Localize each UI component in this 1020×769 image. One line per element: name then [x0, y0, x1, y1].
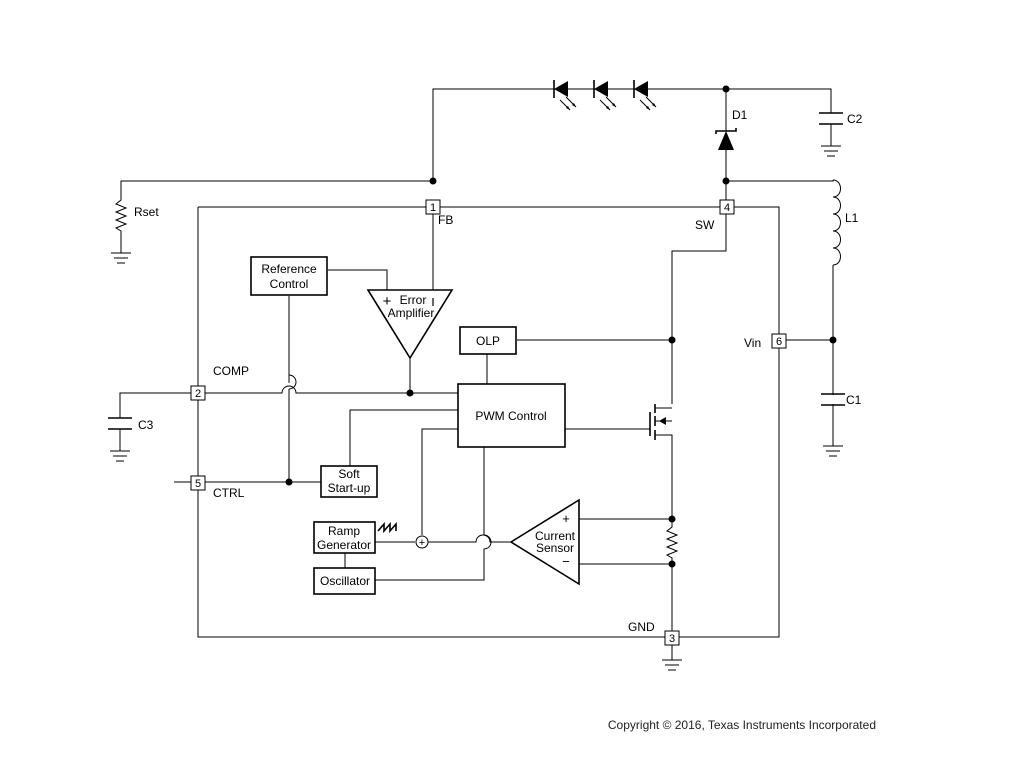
svg-text:Amplifier: Amplifier [388, 306, 435, 320]
svg-text:Ramp: Ramp [328, 524, 360, 538]
pwm-control-block: PWM Control [457, 383, 566, 448]
svg-text:OLP: OLP [476, 334, 500, 348]
pin-6: 6 [771, 333, 787, 349]
svg-text:5: 5 [195, 478, 201, 490]
pin-3: 3 [664, 630, 680, 646]
svg-text:6: 6 [776, 336, 782, 348]
pwm-sum-wire [421, 428, 458, 535]
pin-5: 5 [190, 475, 206, 491]
led-1 [553, 80, 577, 111]
pin-label-sw: SW [695, 218, 715, 232]
pwm-osc-wire [375, 447, 492, 581]
sawtooth-icon [377, 521, 397, 534]
ramp-sum-line [375, 534, 511, 543]
svg-text:2: 2 [195, 388, 201, 400]
ic-outline [197, 206, 780, 638]
label-l1: L1 [845, 211, 859, 225]
svg-text:Control: Control [270, 277, 309, 291]
amp-plus-sign: + [383, 293, 392, 310]
ramp-generator-block: Ramp Generator [313, 521, 376, 554]
svg-text:Sensor: Sensor [536, 541, 574, 555]
pin-label-vin: Vin [744, 336, 761, 350]
svg-text:3: 3 [669, 633, 675, 645]
pin-label-fb: FB [438, 213, 453, 227]
led-3 [633, 80, 657, 111]
comp-line [205, 385, 458, 394]
svg-text:4: 4 [724, 202, 730, 214]
resistor-rset [111, 180, 433, 264]
inductor-l1 [725, 179, 841, 446]
svg-text:Error: Error [400, 293, 427, 307]
svg-text:Generator: Generator [317, 538, 371, 552]
ref-vertical-wire [288, 296, 297, 482]
pin-label-ctrl: CTRL [213, 486, 245, 500]
current-sensor-block: + − Current Sensor [509, 498, 580, 586]
label-c3: C3 [138, 418, 154, 432]
led-2 [593, 80, 617, 111]
sensor-plus-sign: + [562, 511, 570, 526]
svg-text:PWM Control: PWM Control [475, 409, 546, 423]
label-c1: C1 [846, 393, 862, 407]
svg-text:Reference: Reference [261, 262, 317, 276]
capacitor-c3 [108, 392, 191, 462]
summing-node-sign: + [419, 537, 425, 549]
junction-dots [285, 85, 837, 568]
sw-drain-wire [671, 214, 727, 404]
svg-text:Start-up: Start-up [328, 481, 371, 495]
svg-text:Soft: Soft [338, 467, 360, 481]
pin-4: 4 [719, 199, 735, 215]
softstart-wire [349, 409, 458, 466]
label-d1: D1 [732, 108, 748, 122]
pin-label-comp: COMP [213, 364, 249, 378]
pin-label-gnd: GND [628, 620, 655, 634]
label-c2: C2 [847, 112, 863, 126]
svg-text:Oscillator: Oscillator [320, 574, 370, 588]
copyright-text: Copyright © 2016, Texas Instruments Inco… [608, 718, 876, 732]
ref-to-amp-wire [328, 269, 388, 290]
svg-text:Current: Current [535, 529, 576, 543]
error-amplifier-block: + Error Amplifier [366, 289, 454, 360]
oscillator-block: Oscillator [313, 567, 376, 595]
olp-block: OLP [459, 326, 517, 355]
capacitor-c1 [820, 393, 846, 457]
pin-2: 2 [190, 385, 206, 401]
pin-1: 1 [425, 199, 441, 215]
label-rset: Rset [134, 205, 159, 219]
mosfet-switch [565, 404, 673, 519]
sensor-minus-sign: − [562, 554, 570, 569]
diode-d1 [715, 89, 737, 181]
led-string [432, 80, 726, 181]
sense-resistor [662, 519, 682, 671]
soft-start-block: Soft Start-up [320, 465, 378, 498]
summing-node [415, 535, 429, 549]
svg-text:1: 1 [430, 202, 436, 214]
reference-control-block: Reference Control [250, 256, 328, 296]
capacitor-c2 [726, 88, 843, 157]
